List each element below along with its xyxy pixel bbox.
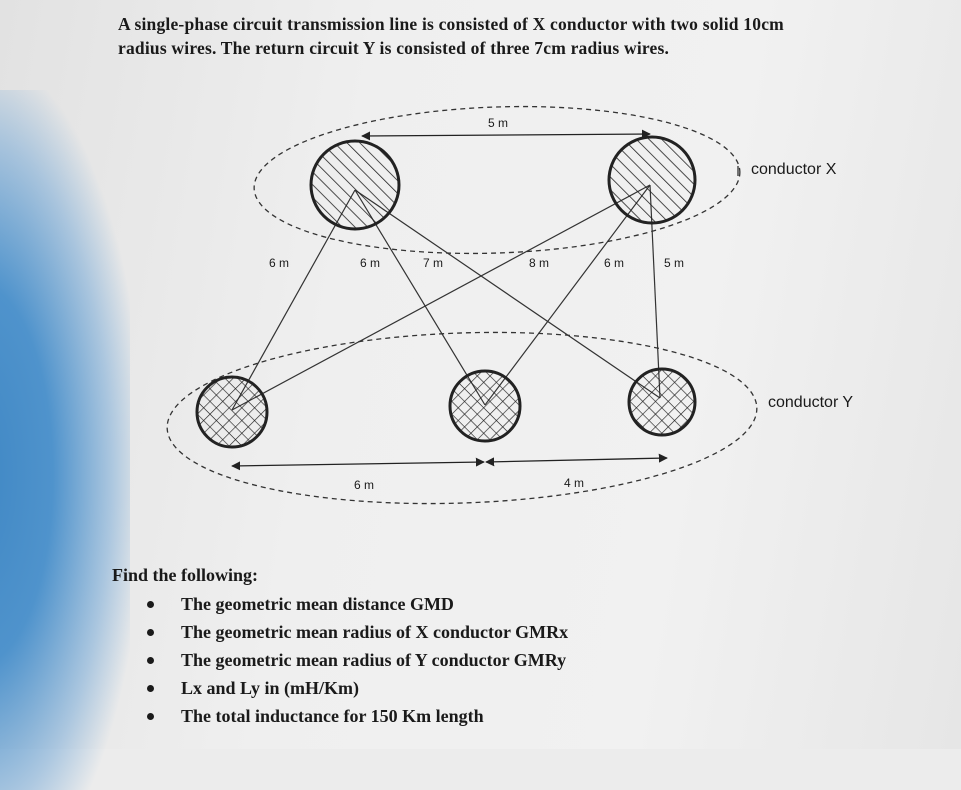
bullet-icon [147,713,154,720]
problem-line-1: A single-phase circuit transmission line… [118,14,784,34]
task-list: The geometric mean distance GMD The geom… [112,590,872,730]
distance-label-5: 6 m [604,256,625,270]
list-item: The geometric mean radius of X conductor… [112,618,872,646]
conductor-x-wire-2 [607,135,697,225]
top-distance-label: 5 m [488,116,509,130]
top-distance-arrow [361,129,651,141]
conductor-x-wire-1 [309,139,401,231]
task-text: The geometric mean radius of X conductor… [181,622,569,642]
distance-lines [231,184,661,411]
conductor-x-boundary [253,105,741,255]
blue-shadow-decoration [0,90,130,790]
conductor-y-boundary [166,331,758,505]
distance-label-6: 5 m [664,256,685,270]
bottom-right-distance-label: 4 m [564,476,585,490]
bullet-icon [147,657,154,664]
distance-label-2: 6 m [360,256,381,270]
distance-label-4: 8 m [529,256,550,270]
bullet-icon [147,629,154,636]
problem-line-2: radius wires. The return circuit Y is co… [118,38,670,58]
bottom-right-arrow [485,453,668,467]
problem-statement: A single-phase circuit transmission line… [118,12,918,60]
bottom-left-distance-label: 6 m [354,478,375,492]
list-item: The total inductance for 150 Km length [112,702,872,730]
task-text: The geometric mean distance GMD [181,594,454,614]
conductor-y-wire-2 [448,369,522,443]
find-title: Find the following: [112,565,259,585]
conductor-y-wire-3 [627,367,697,437]
conductor-y-label: conductor Y [768,394,854,411]
bullet-icon [147,685,154,692]
list-item: The geometric mean distance GMD [112,590,872,618]
list-item: Lx and Ly in (mH/Km) [112,674,872,702]
distance-label-1: 6 m [269,256,290,270]
bottom-left-arrow [231,457,485,471]
conductor-y-wire-1 [195,375,269,449]
list-item: The geometric mean radius of Y conductor… [112,646,872,674]
bullet-icon [147,601,154,608]
find-section: Find the following: The geometric mean d… [112,565,872,730]
task-text: The geometric mean radius of Y conductor… [181,650,567,670]
distance-label-3: 7 m [423,256,444,270]
task-text: Lx and Ly in (mH/Km) [181,678,360,698]
conductor-x-label: conductor X [751,161,837,178]
task-text: The total inductance for 150 Km length [181,706,484,726]
circuit-diagram [166,105,758,505]
